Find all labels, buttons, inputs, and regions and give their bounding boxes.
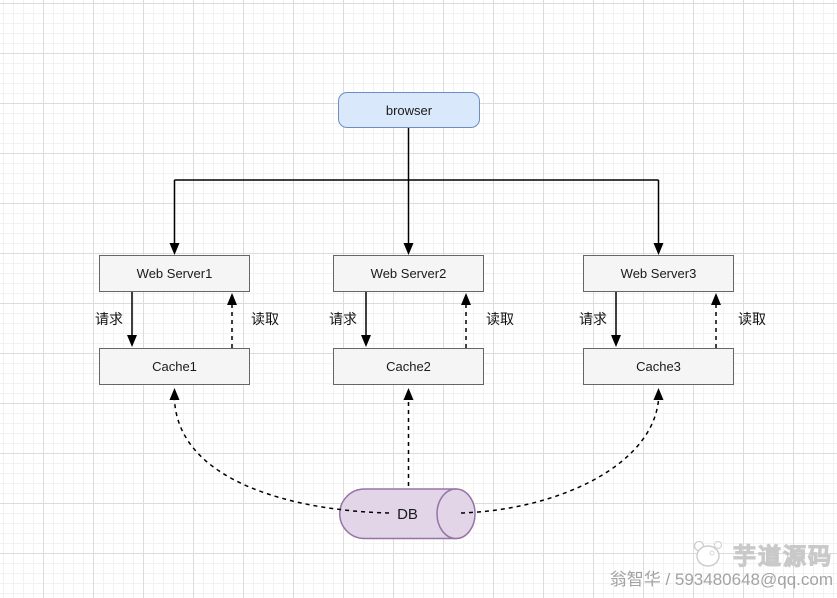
node-cache2: Cache2: [333, 348, 484, 385]
label-request-1: 请求: [95, 311, 123, 327]
node-webserver3-label: Web Server3: [620, 266, 697, 281]
node-browser-label: browser: [385, 102, 433, 118]
label-read-3: 读取: [738, 311, 766, 327]
watermark-brand-line: 芋道源码: [610, 539, 833, 570]
node-cache1: Cache1: [99, 348, 250, 385]
edge-db-to-cache3: [460, 399, 660, 514]
node-webserver1-label: Web Server1: [136, 266, 213, 281]
node-cache2-label: Cache2: [386, 359, 431, 374]
node-browser: browser: [338, 92, 480, 128]
node-cache3-label: Cache3: [636, 359, 681, 374]
watermark-brand-text: 芋道源码: [733, 543, 833, 570]
db-cylinder-shape: [339, 488, 476, 540]
label-read-1: 读取: [251, 311, 279, 327]
node-webserver2-label: Web Server2: [370, 266, 447, 281]
watermark-credit-text: 翁智华 / 593480648@qq.com: [609, 570, 833, 589]
watermark: 芋道源码 翁智华 / 593480648@qq.com: [610, 539, 833, 590]
node-webserver2: Web Server2: [333, 255, 484, 292]
arrowheads: [127, 243, 721, 400]
node-webserver3: Web Server3: [583, 255, 734, 292]
label-read-2: 读取: [486, 311, 514, 327]
node-cache3: Cache3: [583, 348, 734, 385]
node-cache1-label: Cache1: [152, 359, 197, 374]
node-webserver1: Web Server1: [99, 255, 250, 292]
node-db-label: DB: [397, 505, 418, 523]
label-request-3: 请求: [579, 311, 607, 327]
mascot-logo-icon: [693, 540, 723, 567]
edge-db-to-cache1: [173, 399, 390, 514]
label-request-2: 请求: [329, 311, 357, 327]
